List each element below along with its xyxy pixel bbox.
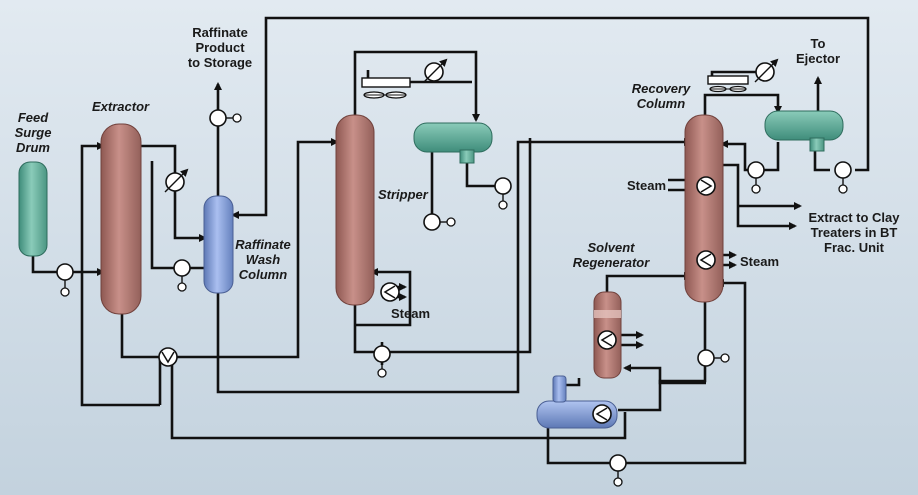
pipe-receiver-boot bbox=[465, 163, 500, 188]
label-steam-stripper: Steam bbox=[391, 306, 431, 321]
label-stripper: Stripper bbox=[378, 187, 428, 202]
pipe-lower-return bbox=[170, 357, 627, 440]
pipe-exchanger-to-stripper bbox=[165, 138, 339, 359]
pipe-recovery-overhead bbox=[703, 93, 782, 117]
heat-exchanger-icon bbox=[597, 330, 617, 350]
recovery-column bbox=[684, 114, 724, 303]
pipe-extractor-to-wash bbox=[139, 144, 207, 242]
heat-exchanger-icon bbox=[380, 282, 400, 302]
pump-icon bbox=[209, 109, 242, 127]
pump-icon bbox=[56, 263, 74, 297]
pipe-top-return bbox=[231, 16, 870, 219]
pipe-extractor-bottom-loop bbox=[120, 312, 162, 405]
pipe-extract-out bbox=[722, 163, 797, 230]
label-to-ejector: To Ejector bbox=[795, 36, 841, 66]
heat-exchanger-icon bbox=[696, 250, 716, 270]
pump-icon bbox=[834, 161, 852, 194]
pipe-recycle-to-extractor-top bbox=[80, 142, 160, 407]
heat-exchanger-icon bbox=[696, 176, 716, 196]
recovery-receiver bbox=[764, 110, 844, 141]
pipe-regen-drum bbox=[546, 279, 747, 465]
pipe-ejector-receiver bbox=[720, 140, 780, 172]
pump-icon bbox=[173, 259, 191, 292]
raffinate-wash-column bbox=[203, 195, 234, 294]
pump-icon bbox=[373, 345, 391, 378]
label-raffinate-product: Raffinate Product to Storage bbox=[187, 25, 253, 70]
label-steam-recovery-bottom: Steam bbox=[740, 254, 780, 269]
pump-icon bbox=[697, 349, 730, 367]
label-feed-surge-drum: Feed Surge Drum bbox=[14, 110, 52, 155]
feed-surge-drum bbox=[18, 161, 48, 257]
label-solvent-regenerator: Solvent Regenerator bbox=[572, 240, 650, 270]
pipe-feed-to-extractor bbox=[31, 256, 105, 276]
pipe-stripper-bottom bbox=[353, 138, 532, 354]
control-valve-icon bbox=[754, 58, 779, 83]
stripper-receiver-boot bbox=[459, 149, 475, 164]
heat-exchanger-icon bbox=[158, 347, 178, 367]
pump-icon bbox=[494, 177, 512, 210]
stripper-receiver bbox=[413, 122, 493, 153]
regen-drum-nozzle bbox=[552, 375, 567, 403]
pipe-regen-top bbox=[605, 272, 692, 294]
heat-exchanger-icon bbox=[592, 404, 612, 424]
recovery-receiver-boot bbox=[809, 137, 825, 152]
stripper-column bbox=[335, 114, 375, 306]
solvent-regenerator-band bbox=[594, 310, 621, 318]
pump-icon bbox=[423, 213, 456, 231]
label-raffinate-wash-column: Raffinate Wash Column bbox=[235, 237, 291, 282]
pump-icon bbox=[609, 454, 627, 487]
control-valve-icon bbox=[164, 168, 189, 193]
label-recovery-column: Recovery Column bbox=[631, 81, 691, 111]
label-extract-to-clay: Extract to Clay Treaters in BT Frac. Uni… bbox=[808, 210, 900, 255]
pump-icon bbox=[747, 161, 765, 194]
label-extractor: Extractor bbox=[92, 99, 150, 114]
control-valve-icon bbox=[423, 58, 448, 83]
pipe-stripper-reboil bbox=[355, 268, 412, 327]
air-cooler-recovery-icon bbox=[707, 75, 749, 93]
pipe-drum-to-regen bbox=[618, 364, 662, 412]
air-cooler-stripper-icon bbox=[361, 77, 411, 99]
label-steam-recovery-top: Steam bbox=[627, 178, 667, 193]
pipe-stripper-overhead bbox=[353, 50, 480, 122]
pipe-wash-bottom bbox=[216, 138, 692, 394]
pipe-receiver-boot-recovery bbox=[813, 150, 830, 172]
extractor-column bbox=[100, 123, 142, 315]
piping bbox=[31, 16, 870, 465]
